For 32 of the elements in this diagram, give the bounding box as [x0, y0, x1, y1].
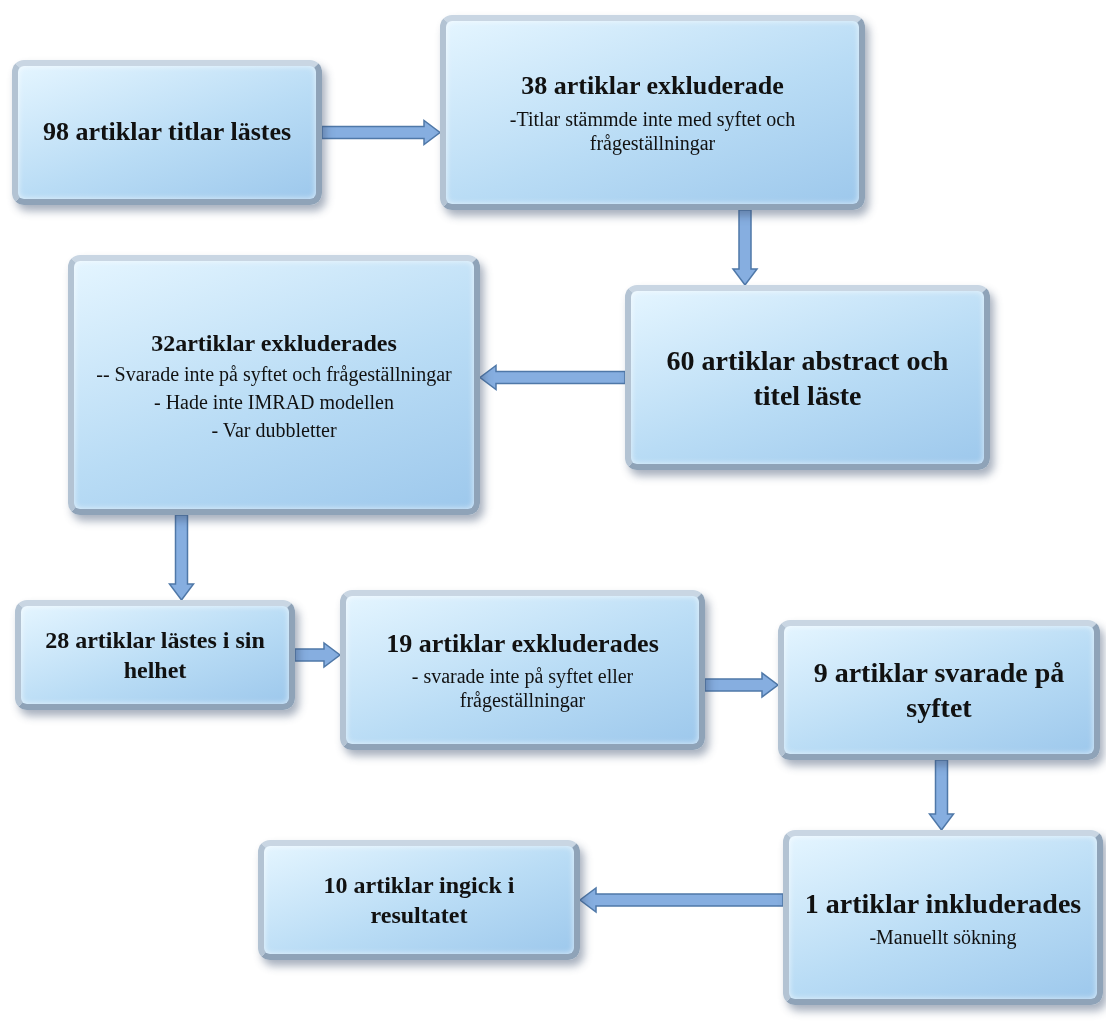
process-box [778, 620, 1100, 760]
box-heading: 19 artiklar exkluderades [386, 627, 659, 660]
box-heading: 60 artiklar abstract och titel läste [665, 343, 950, 413]
box-text: -Manuellt sökning [869, 925, 1017, 949]
process-box [625, 285, 990, 470]
block-arrow [928, 759, 955, 832]
process-box [12, 60, 322, 205]
block-arrow [478, 364, 626, 391]
block-arrow [168, 514, 195, 602]
block-arrow [704, 671, 780, 699]
process-box [15, 600, 295, 710]
process-box [258, 840, 580, 960]
box-heading: 38 artiklar exkluderade [521, 70, 784, 103]
block-arrow [578, 886, 784, 914]
box-heading: 28 artiklar lästes i sin helhet [44, 626, 266, 685]
box-heading: 98 artiklar titlar lästes [42, 116, 292, 149]
process-box [340, 590, 705, 750]
process-box [783, 830, 1103, 1005]
box-text: - Var dubbletter [211, 418, 337, 442]
process-box [440, 15, 865, 210]
box-heading: 10 artiklar ingick i resultatet [322, 871, 516, 930]
block-arrow [731, 209, 759, 287]
block-arrow [294, 641, 342, 669]
block-arrow [321, 119, 442, 146]
process-box [68, 255, 480, 515]
box-text: - Hade inte IMRAD modellen [154, 390, 394, 414]
box-text: -Titlar stämmde inte med syftet och frågeställningar [508, 106, 797, 155]
box-heading: 32artiklar exkluderades [151, 329, 397, 358]
box-heading: 1 artiklar inkluderades [804, 887, 1082, 921]
box-text: - svarade inte på syftet eller frågeställningar [410, 664, 635, 713]
box-text: -- Svarade inte på syftet och frågeställningar [96, 362, 452, 386]
box-heading: 9 artiklar svarade på syftet [812, 656, 1066, 725]
